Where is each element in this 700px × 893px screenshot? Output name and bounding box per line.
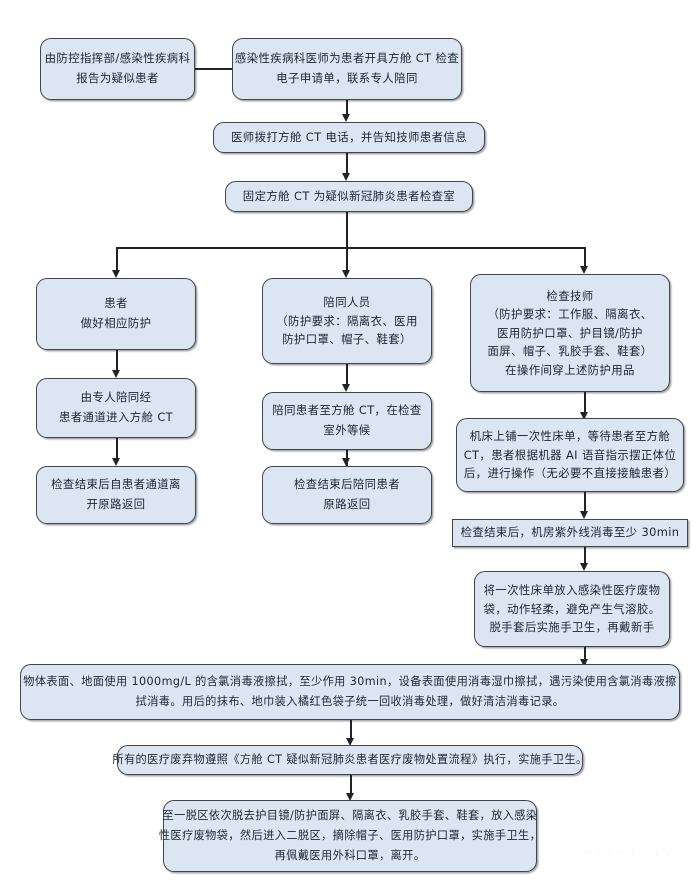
edge-w1-to-w2-arrow [346, 738, 354, 746]
edge-w2-to-w3-line [350, 775, 352, 797]
node-c3a-line-2: 医用防护口罩、护目镜/防护 [497, 325, 643, 340]
edge-n1-to-n2 [195, 68, 232, 70]
branch-arrow-mid [342, 270, 350, 278]
edge-w2-to-w3-arrow [346, 793, 354, 801]
edge-c3a-to-c3b-arrow [580, 412, 588, 420]
node-c1b[interactable]: 由专人陪同经 患者通道进入方舱 CT [36, 378, 196, 438]
node-w2-line-0: 所有的医疗废弃物遵照《方舱 CT 疑似新冠肺炎患者医疗废物处置流程》执行，实施手… [112, 753, 588, 767]
node-c3a-line-4: 在操作间穿上述防护用品 [505, 362, 635, 377]
node-c1a[interactable]: 患者 做好相应防护 [36, 278, 196, 350]
edge-w1-to-w2-line [350, 720, 352, 742]
node-c3a-line-0: 检查技师 [546, 288, 594, 303]
node-c2c[interactable]: 检查结束后陪同患者 原路返回 [262, 466, 432, 524]
edge-n3-to-n4-arrow [342, 173, 350, 181]
node-c3a-line-1: （防护要求：工作服、隔离衣、 [487, 307, 653, 322]
node-n4-line-0: 固定方舱 CT 为疑似新冠肺炎患者检查室 [242, 188, 456, 203]
edge-c3c-to-c3d-line [584, 547, 586, 565]
node-c3a[interactable]: 检查技师 （防护要求：工作服、隔离衣、 医用防护口罩、护目镜/防护 面屏、帽子、… [470, 274, 670, 392]
node-c3c[interactable]: 检查结束后，机房紫外线消毒至少 30min [452, 519, 688, 547]
node-w3-line-0: 至一脱区依次脱去护目镜/防护面屏、隔离衣、乳胶手套、鞋套，放入感染 [162, 809, 538, 823]
node-c3b[interactable]: 机床上铺一次性床单，等待患者至方舱 CT，患者根据机器 AI 语音指示摆正体位 … [456, 418, 684, 492]
node-w2[interactable]: 所有的医疗废弃物遵照《方舱 CT 疑似新冠肺炎患者医疗废物处置流程》执行，实施手… [112, 745, 587, 775]
branch-stem [346, 212, 348, 248]
node-w1-line-1: 拭消毒。用后的抹布、地巾装入橘红色袋子统一回收消毒处理，做好清洁消毒记录。 [135, 695, 565, 708]
node-w1[interactable]: 物体表面、地面使用 1000mg/L 的含氯消毒液擦拭，至少作用 30min，设… [20, 664, 680, 720]
node-c1c[interactable]: 检查结束后自患者通道离 开原路返回 [36, 466, 196, 524]
edge-c3d-to-w1-arrow [580, 659, 588, 667]
edge-n2-to-n3-arrow [342, 114, 350, 122]
node-n1-line-0: 由防控指挥部/感染性疾病科 [44, 51, 191, 66]
node-c1a-line-1: 做好相应防护 [80, 316, 152, 330]
edge-n2-to-n3-line [346, 100, 348, 116]
edge-c3d-to-w1-line [584, 647, 586, 667]
branch-arrow-right [580, 266, 588, 274]
node-c3d[interactable]: 将一次性床单放入感染性医疗废物 袋，动作轻柔，避免产生气溶胶。 脱手套后实施手卫… [474, 571, 670, 647]
branch-drop-left [116, 247, 118, 272]
node-c1c-line-0: 检查结束后自患者通道离 [51, 477, 181, 492]
node-c2a-line-0: 陪同人员 [323, 295, 371, 310]
node-c2c-line-0: 检查结束后陪同患者 [293, 477, 401, 492]
edge-c3a-to-c3b-line [584, 392, 586, 414]
node-c2c-line-1: 原路返回 [323, 497, 371, 511]
node-c2a[interactable]: 陪同人员 （防护要求：隔离衣、医用 防护口罩、帽子、鞋套） [262, 278, 432, 364]
edge-c1a-to-c1b-line [116, 350, 118, 372]
node-c3b-line-2: 后，进行操作（无必要不直接接触患者） [463, 466, 677, 481]
node-c2a-line-1: （防护要求：隔离衣、医用 [276, 313, 418, 328]
node-c2b-line-0: 陪同患者至方舱 CT，在检查 [272, 403, 422, 418]
edge-c1a-to-c1b-arrow [112, 370, 120, 378]
node-c3d-line-0: 将一次性床单放入感染性医疗废物 [483, 583, 661, 598]
node-c3d-line-1: 袋，动作轻柔，避免产生气溶胶。 [483, 601, 661, 616]
node-w3-line-1: 性医疗废物袋，然后进入二脱区，摘除帽子、医用防护口罩，实施手卫生， [158, 829, 542, 843]
node-c1a-line-0: 患者 [104, 296, 128, 311]
node-w1-line-0: 物体表面、地面使用 1000mg/L 的含氯消毒液擦拭，至少作用 30min，设… [23, 675, 677, 689]
edge-c1b-to-c1c-arrow [112, 458, 120, 466]
edge-c3c-to-c3d-arrow [580, 563, 588, 571]
node-n2[interactable]: 感染性疾病科医师为患者开具方舱 CT 检查 电子申请单，联系专人陪同 [232, 38, 462, 100]
branch-drop-right [584, 247, 586, 268]
edge-c2a-to-c2b-line [346, 364, 348, 386]
node-n4[interactable]: 固定方舱 CT 为疑似新冠肺炎患者检查室 [225, 181, 473, 212]
node-c2a-line-2: 防护口罩、帽子、鞋套） [282, 332, 412, 347]
edge-c3b-to-c3c-line [584, 492, 586, 513]
node-c3a-line-3: 面屏、帽子、乳胶手套、鞋套） [487, 344, 653, 359]
edge-c1b-to-c1c-line [116, 438, 118, 460]
node-c3d-line-2: 脱手套后实施手卫生，再戴新手 [489, 620, 655, 635]
node-n1[interactable]: 由防控指挥部/感染性疾病科 报告为疑似患者 [40, 38, 195, 100]
branch-arrow-left [112, 270, 120, 278]
branch-bus [116, 247, 585, 249]
edge-n3-to-n4-line [346, 153, 348, 175]
node-c3b-line-0: 机床上铺一次性床单，等待患者至方舱 [469, 429, 671, 444]
node-w3[interactable]: 至一脱区依次脱去护目镜/防护面屏、隔离衣、乳胶手套、鞋套，放入感染 性医疗废物袋… [159, 800, 541, 872]
node-n1-line-1: 报告为疑似患者 [76, 71, 159, 85]
node-c1b-line-1: 患者通道进入方舱 CT [58, 410, 174, 424]
edge-c2a-to-c2b-arrow [342, 384, 350, 392]
edge-c3b-to-c3c-arrow [580, 511, 588, 519]
watermark-text: · · · · · · · · [585, 849, 673, 859]
node-n2-line-1: 电子申请单，联系专人陪同 [276, 71, 418, 85]
node-c2b-line-1: 室外等候 [323, 423, 371, 437]
node-n3-line-0: 医师拨打方舱 CT 电话，并告知技师患者信息 [231, 129, 467, 144]
edge-c2b-to-c2c-arrow [342, 458, 350, 466]
node-n2-line-0: 感染性疾病科医师为患者开具方舱 CT 检查 [234, 51, 460, 66]
node-c1b-line-0: 由专人陪同经 [80, 390, 152, 405]
node-c1c-line-1: 开原路返回 [86, 497, 146, 511]
node-n3[interactable]: 医师拨打方舱 CT 电话，并告知技师患者信息 [213, 122, 485, 153]
node-c2b[interactable]: 陪同患者至方舱 CT，在检查 室外等候 [262, 392, 432, 450]
node-w3-line-2: 再佩戴医用外科口罩，离开。 [274, 848, 426, 862]
node-c3c-line-0: 检查结束后，机房紫外线消毒至少 30min [460, 525, 680, 540]
branch-drop-mid [346, 247, 348, 272]
node-c3b-line-1: CT，患者根据机器 AI 语音指示摆正体位 [463, 447, 677, 462]
